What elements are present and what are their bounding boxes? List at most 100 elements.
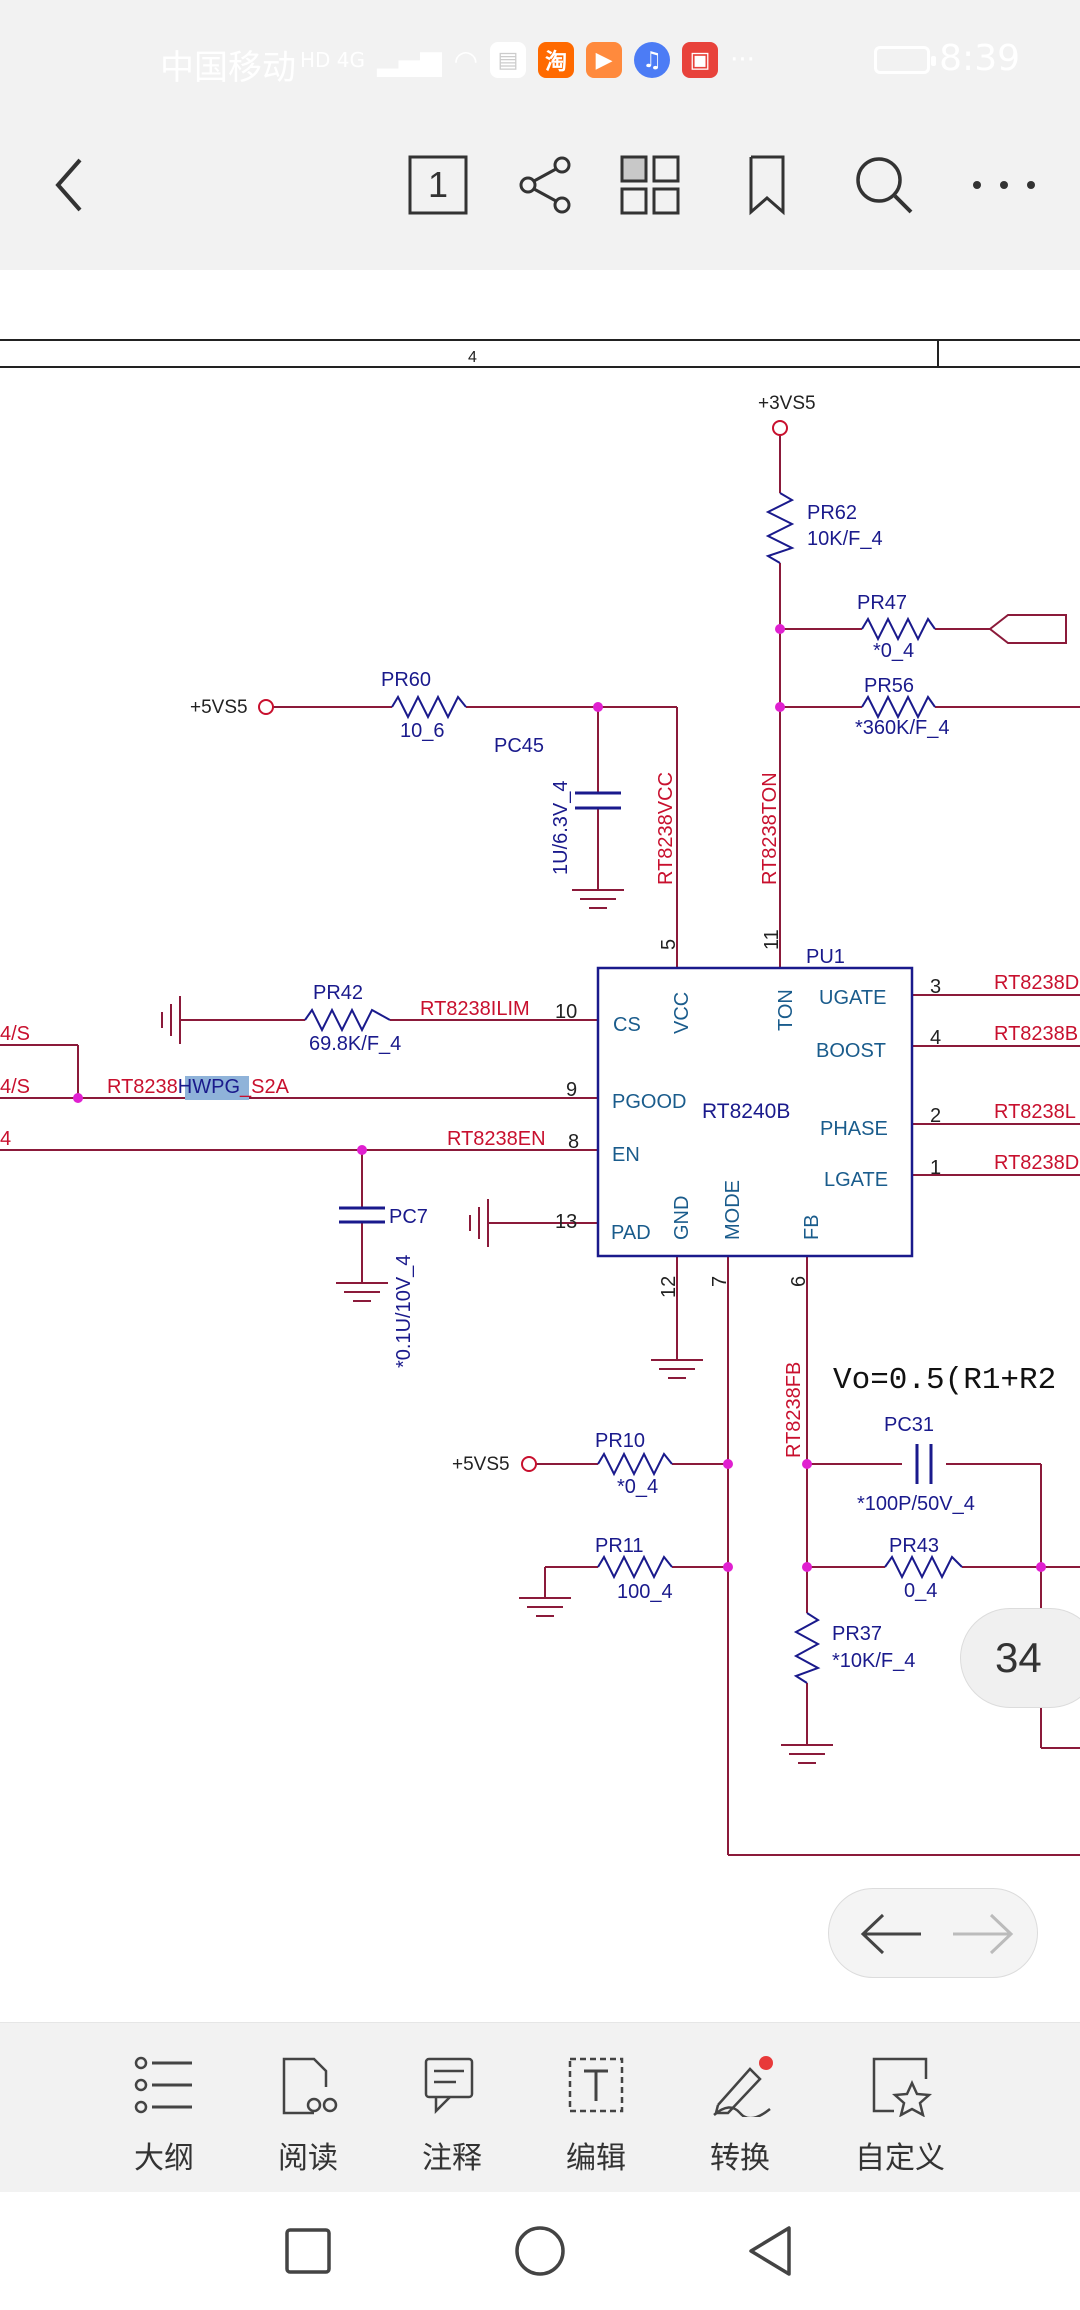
pr42-ref: PR42: [313, 982, 363, 1004]
tab-annotate[interactable]: 注释: [392, 2055, 512, 2185]
ic-body: [596, 966, 914, 1258]
clock: 8:39: [939, 38, 1020, 79]
junction-dots: [73, 624, 1046, 1572]
pc7-ref: PC7: [389, 1206, 428, 1228]
circle-icon: [515, 2226, 565, 2276]
pin-num-13: 13: [555, 1211, 577, 1233]
pin-num-10: 10: [555, 1001, 577, 1023]
bookmark-icon[interactable]: [727, 145, 807, 225]
tab-annotate-label: 注释: [422, 2141, 482, 2176]
home-button[interactable]: [513, 2224, 567, 2278]
wifi-icon: ◠: [453, 43, 479, 77]
pin-num-1: 1: [930, 1157, 941, 1179]
net-en: RT8238EN: [447, 1128, 546, 1150]
battery-icon: [874, 46, 936, 74]
customize-icon: [872, 2057, 932, 2117]
pin-num-7: 7: [709, 1276, 731, 1287]
outline-icon: [134, 2056, 192, 2114]
ic-name: RT8240B: [702, 1100, 790, 1123]
status-bar: 中国移动 HD 4G ▂▄▆ ◠ ▤ 淘 ▶ ♫ ▣ ··· 8:39: [0, 0, 1080, 125]
pin-ton: TON: [775, 989, 797, 1031]
tab-read[interactable]: 阅读: [248, 2055, 368, 2185]
net-right-1: RT8238D: [994, 972, 1079, 994]
document-viewport[interactable]: 4: [0, 330, 1080, 2020]
pin-ugate: UGATE: [819, 987, 886, 1009]
tab-customize-label: 自定义: [855, 2141, 945, 2176]
arrow-left-icon: [860, 1913, 921, 1955]
pin-num-4: 4: [930, 1027, 941, 1049]
annotate-icon: [424, 2057, 474, 2115]
tab-convert[interactable]: 转换: [680, 2055, 800, 2185]
message-icon: ▤: [490, 42, 527, 78]
tab-outline-label: 大纲: [134, 2141, 194, 2176]
prev-page-button[interactable]: [857, 1909, 927, 1959]
more-notifications: ···: [730, 45, 755, 75]
ic-pin-labels: CS PGOOD EN PAD UGATE BOOST PHASE LGATE …: [611, 987, 888, 1244]
schematic-canvas: 4: [0, 339, 1080, 1856]
page-number-badge[interactable]: 34: [960, 1608, 1080, 1708]
pr56-ref: PR56: [864, 675, 914, 697]
arrow-right-icon: [953, 1913, 1014, 1955]
network-badge: HD 4G: [300, 48, 366, 72]
signal-icon: ▂▄▆: [377, 43, 442, 77]
pc31-value: *100P/50V_4: [857, 1493, 975, 1515]
back-button[interactable]: [745, 2224, 795, 2278]
bottom-tab-bar: 大纲 阅读 注释 编辑 转换 自定义: [0, 2022, 1080, 2192]
wires: [0, 435, 1080, 1856]
pin-fb: FB: [801, 1214, 823, 1240]
next-page-button[interactable]: [947, 1909, 1017, 1959]
more-icon[interactable]: [964, 145, 1044, 225]
tab-edit[interactable]: 编辑: [536, 2055, 656, 2185]
pin-num-3: 3: [930, 976, 941, 998]
pin-numbers: 5 11 3 4 10 9 8 13 2 1 12 7 6: [555, 929, 941, 1298]
pin-en: EN: [612, 1144, 640, 1166]
system-navigation-bar: [0, 2192, 1080, 2310]
net-vcc: RT8238VCC: [655, 772, 677, 885]
taobao-icon: 淘: [538, 42, 575, 78]
share-icon[interactable]: [506, 145, 586, 225]
pc7-value: *0.1U/10V_4: [393, 1255, 415, 1368]
back-icon[interactable]: [30, 145, 110, 225]
pr37-value: *10K/F_4: [832, 1650, 915, 1672]
tab-customize[interactable]: 自定义: [840, 2055, 960, 2185]
edit-icon: [568, 2057, 624, 2113]
pin-vcc: VCC: [671, 992, 693, 1034]
formula-note: Vo=0.5(R1+R2: [833, 1363, 1056, 1398]
column-label: 4: [468, 349, 477, 366]
net-fb: RT8238FB: [783, 1362, 805, 1458]
pin-num-5: 5: [658, 939, 680, 950]
net-right-4: RT8238D: [994, 1152, 1079, 1174]
pr42-value: 69.8K/F_4: [309, 1033, 401, 1055]
power-ports: [258, 420, 788, 1472]
net-hwpg-prefix: RT8238: [107, 1076, 178, 1098]
pin-lgate: LGATE: [824, 1169, 888, 1191]
pr62-value: 10K/F_4: [807, 528, 883, 550]
pr10-ref: PR10: [595, 1430, 645, 1452]
tab-outline[interactable]: 大纲: [104, 2055, 224, 2185]
net-left-a: 4/S: [0, 1023, 30, 1045]
net-ilim: RT8238ILIM: [420, 998, 530, 1020]
ic-ref: PU1: [806, 946, 845, 968]
net-5vs5-left: +5VS5: [190, 697, 248, 718]
convert-icon: [713, 2056, 773, 2117]
pr62-ref: PR62: [807, 502, 857, 524]
tab-edit-label: 编辑: [566, 2141, 626, 2176]
pin-pgood: PGOOD: [612, 1091, 686, 1113]
pin-num-2: 2: [930, 1105, 941, 1127]
pr60-value: 10_6: [400, 720, 445, 742]
square-icon: [285, 2228, 331, 2274]
pr43-ref: PR43: [889, 1535, 939, 1557]
search-icon[interactable]: [844, 145, 924, 225]
ground-symbols: [161, 889, 833, 1764]
page-count-label: 1: [427, 164, 449, 205]
net-left-c: 4: [0, 1128, 11, 1150]
pin-gnd: GND: [671, 1196, 693, 1240]
page-count-button[interactable]: 1: [398, 145, 478, 225]
read-icon: [282, 2057, 338, 2115]
capacitor-symbols: [339, 791, 933, 1484]
grid-icon[interactable]: [610, 145, 690, 225]
pin-num-11: 11: [761, 929, 783, 950]
net-5vs5-mid: +5VS5: [452, 1454, 510, 1475]
recents-button[interactable]: [283, 2226, 333, 2276]
carrier-name: 中国移动: [160, 48, 296, 88]
